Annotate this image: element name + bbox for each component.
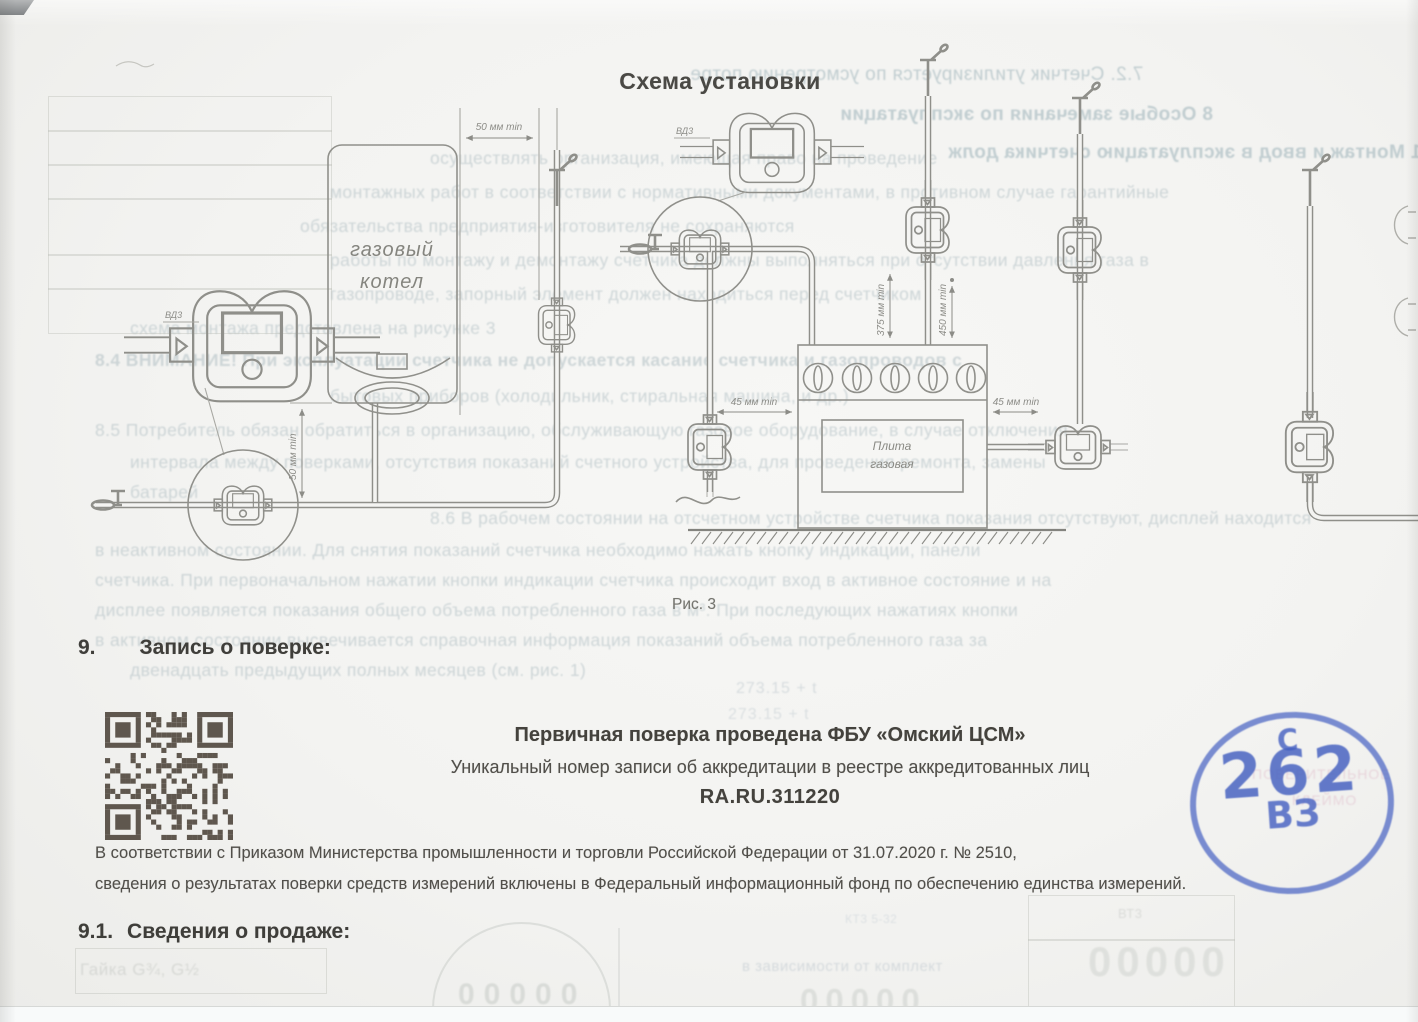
meter-tag: ВД3 [165, 310, 182, 320]
pipe-core [620, 247, 814, 345]
page-edge [0, 1006, 1418, 1022]
dim-boiler-top: 50 мм min [476, 122, 523, 133]
accreditation-caption: Уникальный номер записи об аккредитации … [450, 757, 1090, 777]
ghost-table-row [1028, 895, 1235, 941]
sale-section-heading: 9.1. Сведения о продаже: [78, 920, 350, 944]
dim-stove-right: 45 мм min [993, 397, 1040, 408]
meter-tag: ВД3 [676, 126, 693, 136]
ghost-table-row [1028, 939, 1235, 1009]
gas-valve-icon [918, 42, 950, 98]
ghost-fragment: 273.15 + t [728, 706, 810, 723]
pencil-mark [115, 61, 155, 68]
regulation-line-2: сведения о результатах поверки средств и… [95, 875, 1187, 893]
stove-label-1: Плита [873, 439, 912, 453]
ghost-text: двенадцать предыдущих полных месяцев (см… [130, 660, 587, 680]
qr-code [105, 712, 233, 840]
gas-valve-icon [547, 152, 579, 208]
ghost-fragment: в зависимости от комплект [742, 958, 943, 975]
regulation-paragraph: В соответствии с Приказом Министерства п… [95, 838, 1285, 900]
section-title: Сведения о продаже: [127, 920, 351, 943]
stove-burners [802, 362, 987, 394]
ghost-divider [618, 928, 620, 1022]
gas-valve-icon [1070, 80, 1102, 136]
gas-meter-icon-large [122, 289, 382, 403]
verification-performed-by: Первичная поверка проведена ФБУ «Омский … [514, 724, 1026, 746]
figure-caption: Рис. 3 [672, 596, 716, 613]
dim-riser-2: 450 мм min [938, 283, 949, 336]
section-title: Запись о поверке: [139, 636, 331, 659]
gas-valve-icon [1300, 152, 1332, 208]
ghost-fragment: 00000 [1088, 938, 1230, 985]
boiler-diagram: газовый котел 50 мм min 50 мм min ВД3 [90, 108, 579, 561]
wall-bracket [1393, 205, 1416, 245]
dim-boiler-bottom: 50 мм min [288, 433, 299, 480]
pipe-core [96, 150, 559, 507]
section-number: 9. [78, 636, 96, 659]
ghost-fragment: 273.15 + t [736, 680, 818, 697]
installation-diagram: газовый котел 50 мм min 50 мм min ВД3 [90, 42, 1418, 561]
ghost-fragment: КТ3 5-32 [845, 912, 898, 926]
page-title: Схема установки [619, 68, 821, 94]
regulation-line-1: В соответствии с Приказом Министерства п… [95, 844, 1017, 862]
pipe-core [1308, 476, 1418, 520]
accreditation-number: RA.RU.311220 [699, 786, 841, 808]
ghost-fragment: ВТ3 [1118, 906, 1143, 921]
ghost-fragment: Гайка G¾, G½ [80, 960, 200, 979]
verification-section-heading: 9. Запись о поверке: [78, 636, 331, 660]
gas-meter-icon-large [678, 112, 866, 194]
verification-record: Первичная поверка проведена ФБУ «Омский … [160, 724, 1380, 809]
dim-stove-left: 45 мм min [731, 397, 778, 408]
boiler-label-1: газовый [350, 239, 434, 261]
stove-label-2: газовая [870, 457, 914, 471]
scan-corner-artifact [0, 0, 34, 15]
dim-riser-1: 375 мм min [876, 283, 887, 336]
section-number: 9.1. [78, 920, 114, 943]
boiler-label-2: котел [360, 271, 424, 293]
flex-hose [675, 496, 741, 505]
ground-hatching [690, 531, 1053, 545]
ghost-table-row [75, 948, 327, 994]
stove-diagram: ВД3 375 мм min 450 мм min [620, 42, 1418, 545]
wall-bracket [1393, 297, 1416, 337]
